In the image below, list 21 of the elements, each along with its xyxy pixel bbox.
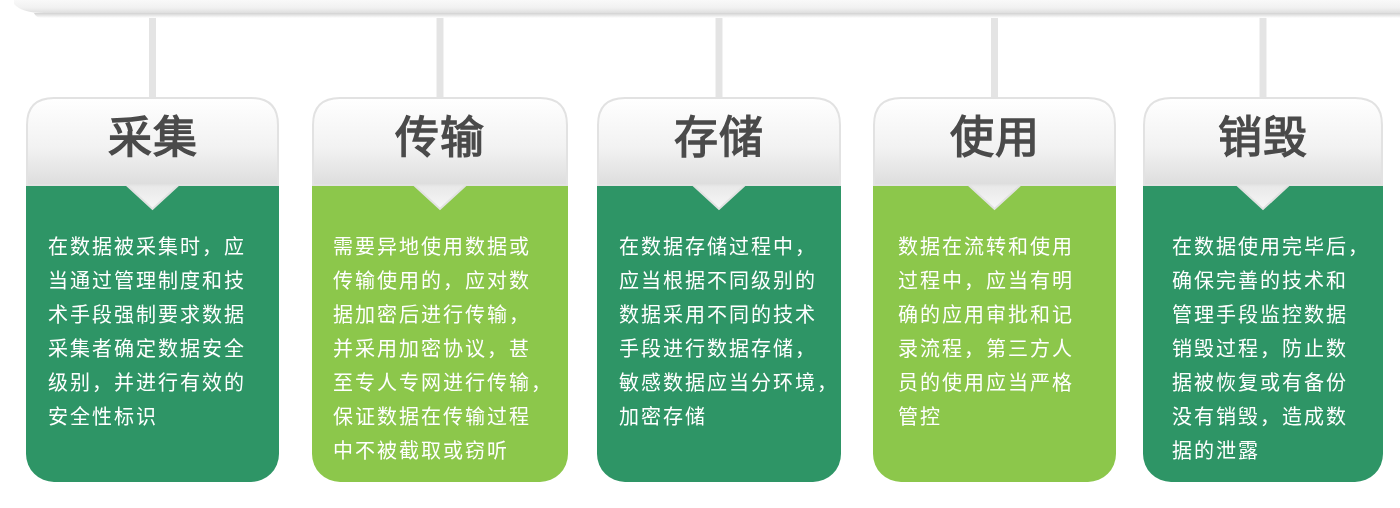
stage-card: [312, 97, 568, 482]
connector-line: [436, 18, 444, 97]
connector-line: [991, 18, 998, 97]
connector-line: [149, 18, 156, 97]
top-rail: [14, 0, 1400, 18]
stage-description: 需要异地使用数据或传输使用的，应对数据加密后进行传输，并采用加密协议，甚至专人专网进行传输，保证数据在传输过程中不被截取或窃听: [333, 234, 554, 465]
stage-description: 在数据被采集时，应当通过管理制度和技术手段强制要求数据采集者确定数据安全级别，并进行有效的安全性标识: [48, 234, 247, 431]
stage-card: [1143, 97, 1383, 482]
stage-title: 销毁: [1218, 113, 1308, 163]
stage-description: 数据在流转和使用过程中，应当有明确的应用审批和记录流程，第三方人员的使用应当严格管控: [898, 234, 1075, 431]
stage-title: 存储: [674, 113, 764, 163]
connector-line: [715, 18, 723, 97]
stage-description: 在数据存储过程中，应当根据不同级别的数据采用不同的技术手段进行数据存储，敏感数据应当分环境，加密存储: [619, 234, 840, 431]
stage-card: [597, 97, 841, 482]
stage-description: 在数据使用完毕后，确保完善的技术和管理手段监控数据销毁过程，防止数据被恢复或有备份没有销毁，造成数据的泄露: [1172, 234, 1371, 465]
stage-card: [26, 97, 279, 482]
stage-title: 使用: [949, 113, 1040, 163]
stage-title: 传输: [395, 113, 485, 163]
stage-title: 采集: [107, 113, 198, 163]
connector-line: [1259, 18, 1267, 97]
stage-card: [873, 97, 1116, 482]
